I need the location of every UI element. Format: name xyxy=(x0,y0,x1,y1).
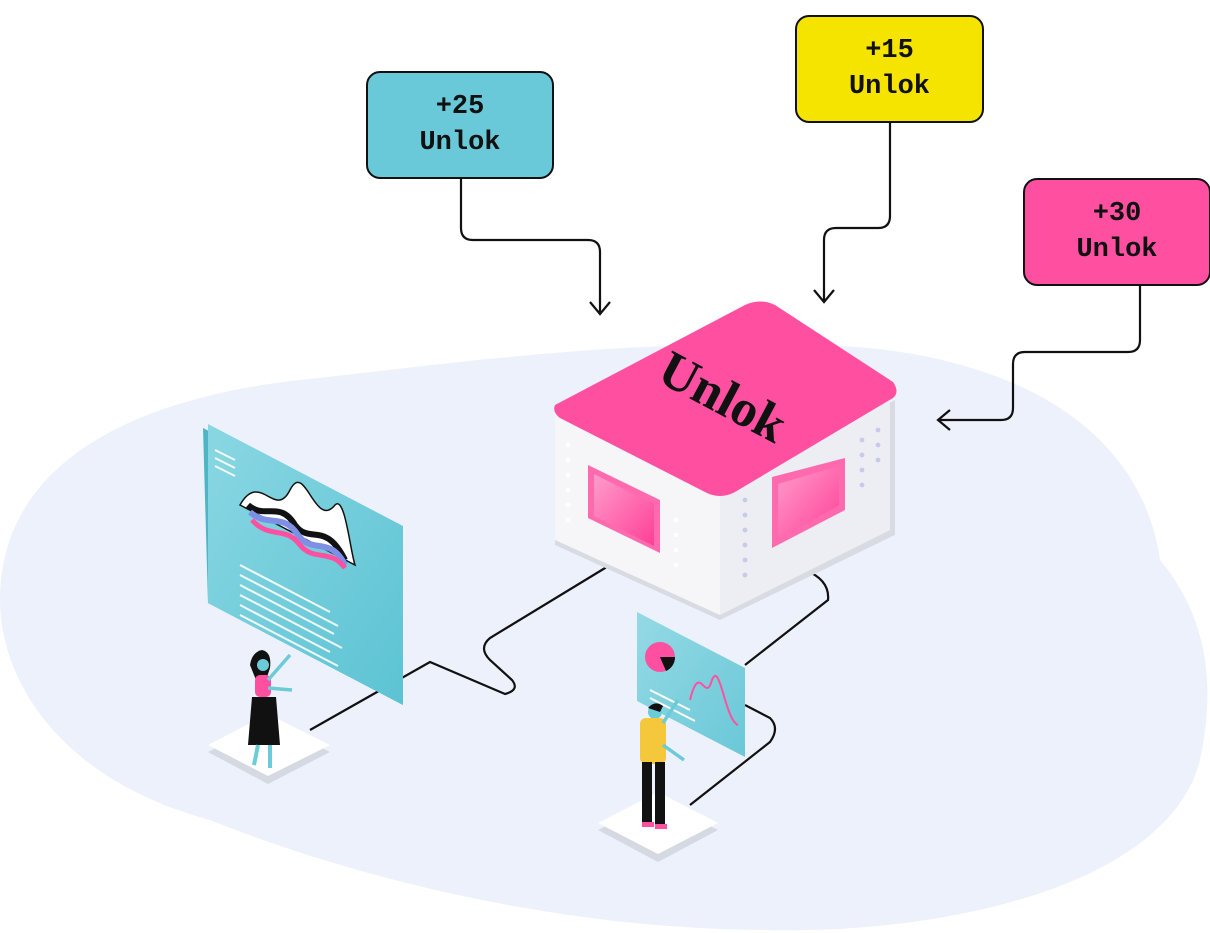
connector-line-25 xyxy=(459,178,602,312)
arrow-head-25 xyxy=(589,301,611,316)
arrow-head-30 xyxy=(936,409,951,431)
unlock-tag-15: +15 Unlok xyxy=(795,15,984,123)
hub-window-right xyxy=(772,458,845,548)
tag-amount: +30 xyxy=(1092,199,1142,229)
man-figure-icon xyxy=(640,699,686,829)
tag-amount: +25 xyxy=(435,92,485,122)
wave-chart-icon xyxy=(238,481,357,570)
connector-line-30 xyxy=(940,285,1142,422)
tag-label: Unlok xyxy=(419,128,501,158)
woman-figure-icon xyxy=(248,650,293,768)
unlock-tag-30: +30 Unlok xyxy=(1023,178,1210,286)
screen-right xyxy=(637,612,745,757)
unlock-tag-25: +25 Unlok xyxy=(366,71,554,179)
tag-label: Unlok xyxy=(1076,235,1158,265)
arrow-head-15 xyxy=(813,289,835,304)
tag-label: Unlok xyxy=(848,72,930,102)
unlok-hub: Unlok xyxy=(554,301,897,620)
connector-line-15 xyxy=(822,122,892,300)
pie-chart-icon xyxy=(645,642,676,672)
hub-window-left xyxy=(588,465,660,553)
tag-amount: +15 xyxy=(865,36,914,66)
screen-left xyxy=(203,424,403,705)
cable-left xyxy=(309,564,611,731)
